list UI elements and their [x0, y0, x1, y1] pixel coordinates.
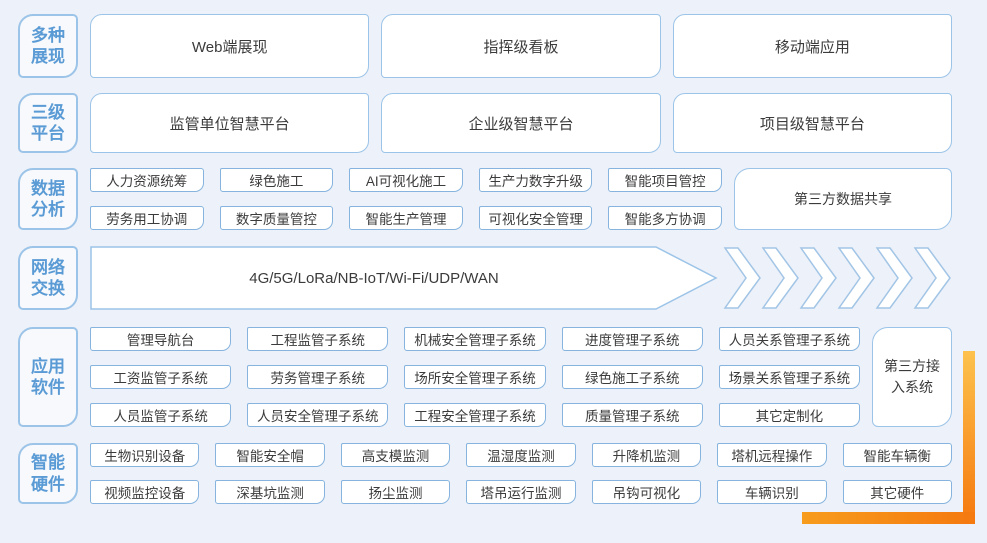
chip-site-safety-subsystem: 场所安全管理子系统: [404, 365, 546, 389]
arrow-pentagon-shape: [90, 246, 718, 310]
node-thirdparty-access-system: 第三方接入系统: [872, 327, 952, 427]
analysis-chip-row-2: 劳务用工协调 数字质量管控 智能生产管理 可视化安全管理 智能多方协调: [90, 206, 722, 230]
row-label-display: 多种 展现: [18, 14, 78, 78]
chip-hoist-monitor: 升降机监测: [591, 443, 702, 467]
chevron-right-icon: [913, 247, 951, 309]
chip-vehicle-recognition: 车辆识别: [717, 480, 827, 504]
node-command-dashboard: 指挥级看板: [381, 14, 661, 78]
software-chip-row-3: 人员监管子系统 人员安全管理子系统 工程安全管理子系统 质量管理子系统 其它定制…: [90, 403, 861, 427]
row-label-platform: 三级 平台: [18, 93, 78, 153]
node-mobile-app: 移动端应用: [672, 14, 952, 78]
chip-personnel-supervision-subsystem: 人员监管子系统: [90, 403, 232, 427]
hardware-chip-row-2: 视频监控设备 深基坑监测 扬尘监测 塔吊运行监测 吊钩可视化 车辆识别 其它硬件: [90, 480, 952, 504]
chevron-right-icon: [875, 247, 913, 309]
chip-high-formwork-monitor: 高支模监测: [340, 443, 451, 467]
chip-dust-monitor: 扬尘监测: [340, 480, 451, 504]
row-hardware: 智能 硬件 生物识别设备 智能安全帽 高支模监测 温湿度监测 升降机监测 塔机远…: [18, 443, 952, 504]
chip-tower-crane-remote: 塔机远程操作: [717, 443, 827, 467]
chevron-right-icon: [837, 247, 875, 309]
chip-smart-production-mgmt: 智能生产管理: [349, 206, 463, 230]
chip-green-construction-subsystem: 绿色施工子系统: [561, 365, 703, 389]
chip-hr-planning: 人力资源统筹: [90, 168, 204, 192]
network-protocols-text: 4G/5G/LoRa/NB-IoT/Wi-Fi/UDP/WAN: [249, 269, 499, 287]
analysis-chip-row-1: 人力资源统筹 绿色施工 AI可视化施工 生产力数字升级 智能项目管控: [90, 168, 722, 192]
chip-green-construction: 绿色施工: [219, 168, 334, 192]
chip-machine-safety-subsystem: 机械安全管理子系统: [404, 327, 546, 351]
software-chips: 管理导航台 工程监管子系统 机械安全管理子系统 进度管理子系统 人员关系管理子系…: [90, 327, 861, 427]
highlight-accent-vertical-bar: [963, 351, 975, 522]
chip-mgmt-navigation: 管理导航台: [90, 327, 232, 351]
node-project-platform: 项目级智慧平台: [672, 93, 952, 153]
highlight-accent-horizontal-bar: [802, 512, 975, 524]
chip-biometric-device: 生物识别设备: [90, 443, 200, 467]
chip-personnel-relation-subsystem: 人员关系管理子系统: [718, 327, 861, 351]
chip-smart-helmet: 智能安全帽: [215, 443, 325, 467]
chip-video-surveillance: 视频监控设备: [90, 480, 200, 504]
row-platform: 三级 平台 监管单位智慧平台 企业级智慧平台 项目级智慧平台: [18, 93, 952, 153]
row-network: 网络 交换 4G/5G/LoRa/NB-IoT/Wi-Fi/UDP/WAN: [18, 246, 952, 310]
chip-progress-mgmt-subsystem: 进度管理子系统: [561, 327, 703, 351]
chip-productivity-upgrade: 生产力数字升级: [478, 168, 593, 192]
chip-project-supervision-subsystem: 工程监管子系统: [247, 327, 389, 351]
chip-scene-relation-subsystem: 场景关系管理子系统: [718, 365, 861, 389]
chip-deep-pit-monitor: 深基坑监测: [215, 480, 325, 504]
chip-smart-project-control: 智能项目管控: [608, 168, 722, 192]
chip-labor-mgmt-subsystem: 劳务管理子系统: [247, 365, 389, 389]
row-analysis: 数据 分析 人力资源统筹 绿色施工 AI可视化施工 生产力数字升级 智能项目管控…: [18, 168, 952, 230]
chip-digital-quality-control: 数字质量管控: [219, 206, 334, 230]
row-label-hardware: 智能 硬件: [18, 443, 78, 504]
node-enterprise-platform: 企业级智慧平台: [381, 93, 661, 153]
chip-labor-coordination: 劳务用工协调: [90, 206, 204, 230]
chip-smart-vehicle-scale: 智能车辆衡: [842, 443, 952, 467]
node-thirdparty-data-sharing: 第三方数据共享: [734, 168, 952, 230]
row-label-network: 网络 交换: [18, 246, 78, 310]
chip-ai-visual-construction: AI可视化施工: [349, 168, 463, 192]
hardware-chip-row-1: 生物识别设备 智能安全帽 高支模监测 温湿度监测 升降机监测 塔机远程操作 智能…: [90, 443, 952, 467]
chip-temp-humidity-monitor: 温湿度监测: [466, 443, 576, 467]
row-software: 应用 软件 管理导航台 工程监管子系统 机械安全管理子系统 进度管理子系统 人员…: [18, 327, 952, 427]
software-chip-row-2: 工资监管子系统 劳务管理子系统 场所安全管理子系统 绿色施工子系统 场景关系管理…: [90, 365, 861, 389]
chevron-right-icon: [761, 247, 799, 309]
chip-smart-multiparty-coordination: 智能多方协调: [608, 206, 722, 230]
chip-engineering-safety-subsystem: 工程安全管理子系统: [404, 403, 546, 427]
chip-quality-mgmt-subsystem: 质量管理子系统: [561, 403, 703, 427]
analysis-chips: 人力资源统筹 绿色施工 AI可视化施工 生产力数字升级 智能项目管控 劳务用工协…: [90, 168, 722, 230]
row-label-software: 应用 软件: [18, 327, 78, 427]
chip-tower-crane-monitor: 塔吊运行监测: [466, 480, 576, 504]
chip-hook-visualization: 吊钩可视化: [591, 480, 702, 504]
row-display: 多种 展现 Web端展现 指挥级看板 移动端应用: [18, 14, 952, 78]
network-arrow-area: 4G/5G/LoRa/NB-IoT/Wi-Fi/UDP/WAN: [90, 246, 952, 310]
chevron-group: [718, 246, 952, 310]
row-label-analysis: 数据 分析: [18, 168, 78, 230]
chevron-right-icon: [723, 247, 761, 309]
hardware-chips: 生物识别设备 智能安全帽 高支模监测 温湿度监测 升降机监测 塔机远程操作 智能…: [90, 443, 952, 504]
chip-other-customization: 其它定制化: [718, 403, 861, 427]
architecture-diagram: 多种 展现 Web端展现 指挥级看板 移动端应用 三级 平台 监管单位智慧平台 …: [18, 14, 952, 504]
software-chip-row-1: 管理导航台 工程监管子系统 机械安全管理子系统 进度管理子系统 人员关系管理子系…: [90, 327, 861, 351]
node-web-display: Web端展现: [90, 14, 370, 78]
chip-visual-safety-mgmt: 可视化安全管理: [478, 206, 593, 230]
chip-personnel-safety-subsystem: 人员安全管理子系统: [247, 403, 389, 427]
chevron-right-icon: [799, 247, 837, 309]
network-protocols-arrow: 4G/5G/LoRa/NB-IoT/Wi-Fi/UDP/WAN: [90, 246, 718, 310]
chip-wage-supervision-subsystem: 工资监管子系统: [90, 365, 232, 389]
chip-other-hardware: 其它硬件: [842, 480, 952, 504]
node-regulator-platform: 监管单位智慧平台: [90, 93, 370, 153]
